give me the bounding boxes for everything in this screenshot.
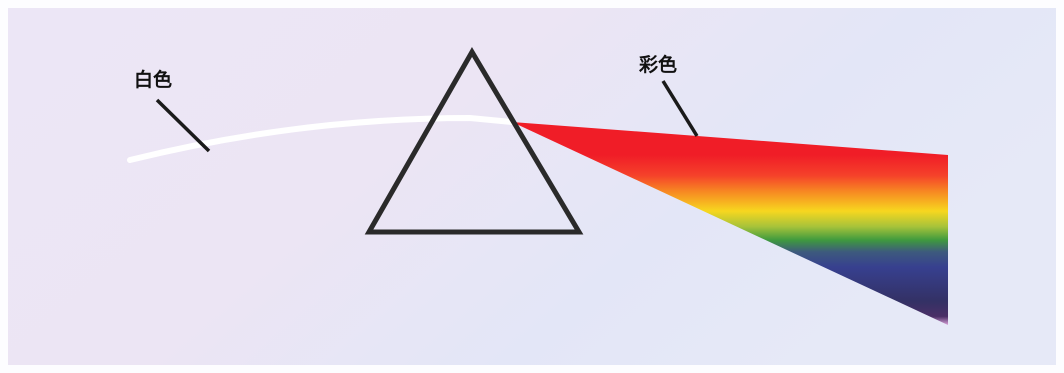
white-light-label: 白色 bbox=[134, 68, 172, 91]
colored-light-label: 彩色 bbox=[638, 53, 677, 76]
